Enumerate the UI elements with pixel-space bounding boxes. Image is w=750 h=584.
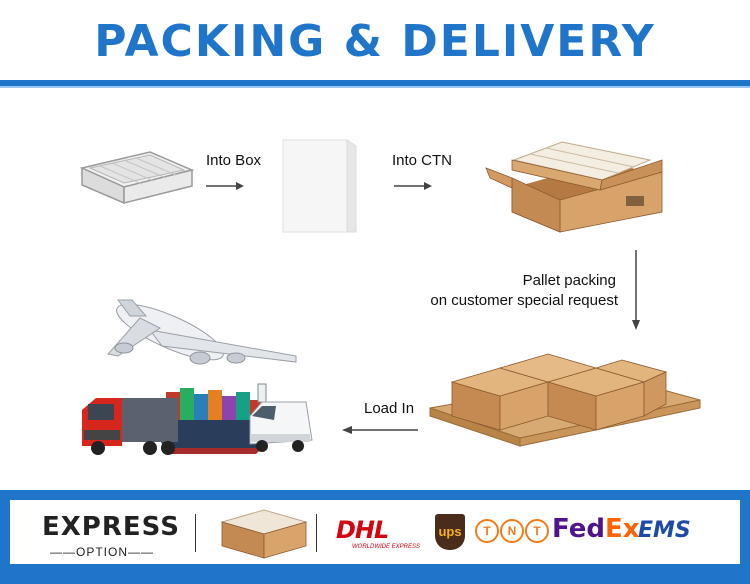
process-illustration bbox=[79, 139, 701, 455]
express-panel: EXPRESS ——OPTION—— DHL WORLDWIDE EXPRESS… bbox=[10, 500, 740, 564]
express-heading: EXPRESS bbox=[42, 512, 180, 542]
ups-logo: ups bbox=[435, 514, 465, 550]
arrow-icon bbox=[206, 182, 244, 190]
fedex-fed: Fed bbox=[552, 514, 605, 544]
carton-icon bbox=[220, 509, 308, 559]
arrow-icon bbox=[632, 250, 640, 330]
tnt-letter: T bbox=[475, 519, 499, 543]
step-label-into-ctn: Into CTN bbox=[392, 152, 453, 169]
step-label-load-in: Load In bbox=[364, 400, 415, 417]
van-icon bbox=[249, 401, 313, 452]
fedex-ex: Ex bbox=[604, 514, 640, 544]
dhl-tagline: WORLDWIDE EXPRESS bbox=[352, 544, 421, 550]
arrow-icon bbox=[342, 426, 418, 434]
air-filter-icon bbox=[79, 151, 195, 205]
express-footer: EXPRESS ——OPTION—— DHL WORLDWIDE EXPRESS… bbox=[0, 490, 750, 584]
step-label-pallet-1: Pallet packing bbox=[522, 272, 616, 289]
arrow-icon bbox=[394, 182, 432, 190]
step-label-pallet-2: on customer special request bbox=[430, 292, 618, 309]
tnt-letter: T bbox=[525, 519, 549, 543]
title-underline bbox=[0, 80, 750, 88]
fedex-logo: FedEx bbox=[552, 514, 639, 544]
pallet-icon bbox=[429, 353, 701, 447]
carton-icon bbox=[485, 141, 663, 233]
truck-icon bbox=[82, 398, 178, 455]
tnt-letter: N bbox=[500, 519, 524, 543]
airplane-icon bbox=[107, 299, 297, 365]
express-option-label: ——OPTION—— bbox=[50, 545, 155, 559]
white-box-icon bbox=[282, 139, 357, 233]
divider bbox=[316, 514, 317, 552]
ems-logo: EMS bbox=[638, 518, 691, 543]
divider bbox=[195, 514, 196, 552]
page-title: PACKING & DELIVERY bbox=[94, 16, 656, 67]
dhl-logo: DHL bbox=[336, 516, 389, 544]
step-label-into-box: Into Box bbox=[206, 152, 262, 169]
